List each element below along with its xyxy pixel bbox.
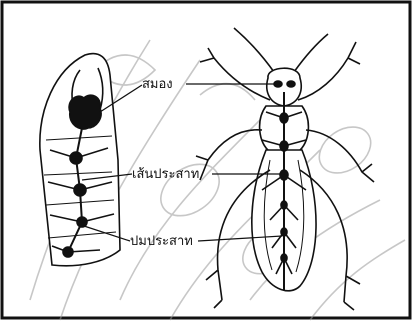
worm-brain <box>69 95 101 129</box>
label-ganglion: ปมประสาท <box>130 234 193 249</box>
insect-brain-right <box>287 81 295 87</box>
label-brain: สมอง <box>142 77 173 92</box>
label-nerve-cord: เส้นประสาท <box>132 167 199 182</box>
